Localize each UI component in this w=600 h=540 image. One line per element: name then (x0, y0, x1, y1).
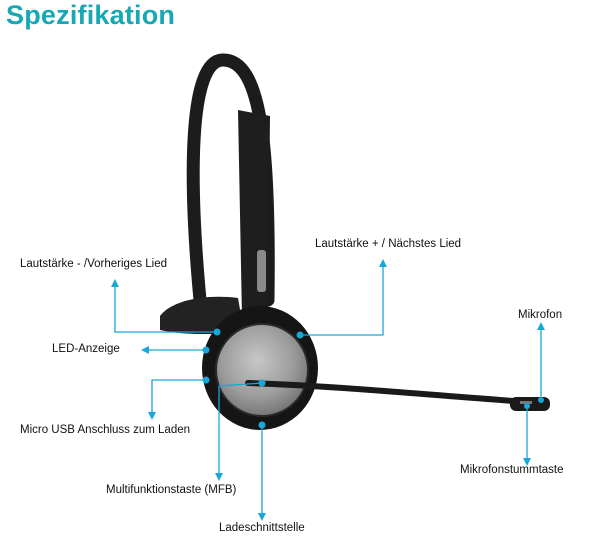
callout-dot-charging (258, 421, 266, 429)
callout-dot-volume-down (213, 328, 221, 336)
mic-boom (245, 380, 531, 405)
callout-line-volume-up (300, 265, 384, 336)
label-mic-mute: Mikrofonstummtaste (460, 464, 564, 476)
callout-dot-mic-mute (524, 403, 530, 409)
page-title: Spezifikation (6, 0, 176, 30)
label-volume-down: Lautstärke - /Vorheriges Lied (20, 258, 168, 270)
callout-dot-volume-up (296, 331, 304, 339)
label-microphone: Mikrofon (518, 309, 563, 321)
callout-line-volume-down (114, 285, 217, 333)
callout-dot-micro-usb (202, 376, 210, 384)
earcup-plate (216, 324, 308, 416)
callout-dot-led (202, 346, 210, 354)
label-micro-usb: Micro USB Anschluss zum Laden (20, 424, 191, 436)
label-volume-up: Lautstärke + / Nächstes Lied (315, 238, 462, 250)
label-mfb: Multifunktionstaste (MFB) (106, 484, 237, 496)
callout-dot-microphone (538, 397, 544, 403)
callout-line-micro-usb (151, 379, 206, 414)
label-charging-port: Ladeschnittstelle (219, 522, 305, 534)
label-led: LED-Anzeige (52, 343, 120, 355)
logo-badge (257, 250, 266, 292)
